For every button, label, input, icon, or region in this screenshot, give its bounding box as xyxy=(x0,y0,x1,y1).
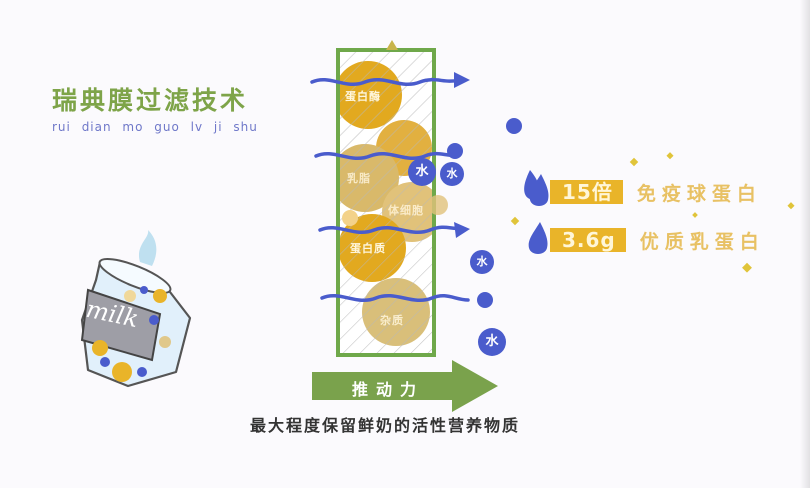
water-molecule: 水 xyxy=(408,158,436,186)
circle-label-protein: 蛋白质 xyxy=(350,242,386,255)
stat-immunoglobulin: 15倍 免疫球蛋白 xyxy=(550,176,762,208)
title-pinyin: rui dian mo guo lv ji shu xyxy=(52,120,258,134)
water-molecule: 水 xyxy=(470,250,494,274)
stat-value: 3.6g xyxy=(550,228,626,252)
water-flow-arrows xyxy=(310,77,470,303)
stat-value: 15倍 xyxy=(550,180,623,204)
stat-label: 优质乳蛋白 xyxy=(639,230,765,253)
filter-membrane xyxy=(336,40,436,357)
circle-label-enzyme: 蛋白酶 xyxy=(345,90,381,103)
force-arrow xyxy=(312,360,498,412)
milk-jar-icon xyxy=(80,230,192,388)
caption: 最大程度保留鲜奶的活性营养物质 xyxy=(250,416,521,435)
circle-label-somatic-cell: 体细胞 xyxy=(388,204,424,217)
circle-label-impurity: 杂质 xyxy=(380,314,404,327)
stat-milk-protein: 3.6g 优质乳蛋白 xyxy=(550,224,765,256)
stat-label: 免疫球蛋白 xyxy=(636,182,762,205)
circle-label-fat: 乳脂 xyxy=(347,172,371,185)
water-molecule: 水 xyxy=(478,328,506,356)
water-molecule: 水 xyxy=(440,162,464,186)
page-title: 瑞典膜过滤技术 xyxy=(52,86,249,115)
title-block: 瑞典膜过滤技术 rui dian mo guo lv ji shu xyxy=(52,86,258,134)
edge-shade xyxy=(800,0,810,488)
force-arrow-label: 推动力 xyxy=(352,380,425,399)
drop-icons xyxy=(528,174,549,254)
